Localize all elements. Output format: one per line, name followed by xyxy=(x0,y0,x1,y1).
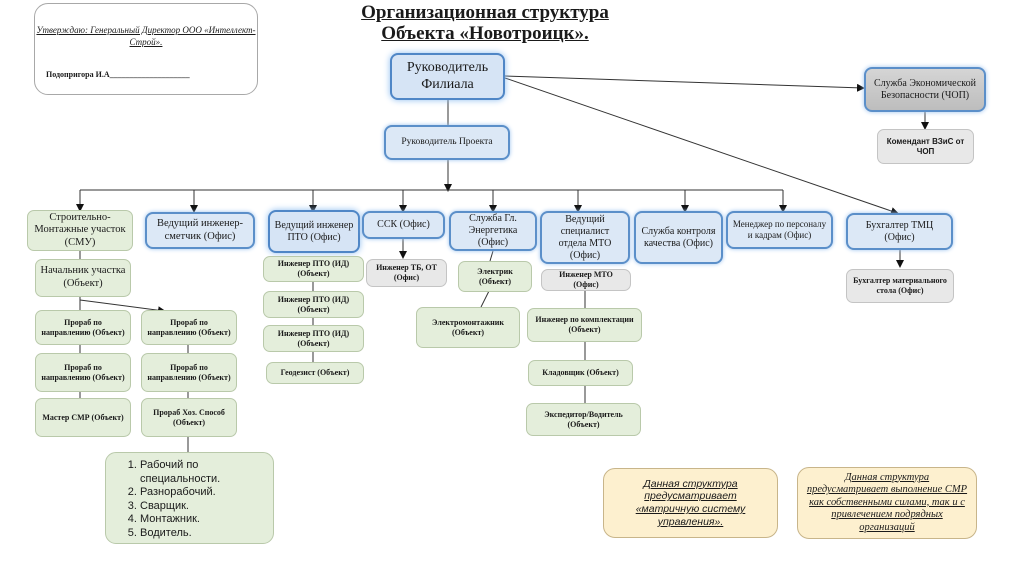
node-pto-engineer-3[interactable]: Инженер ПТО (ИД) (Объект) xyxy=(263,325,364,352)
node-geodesist[interactable]: Геодезист (Объект) xyxy=(266,362,364,384)
node-hr-manager[interactable]: Менеджер по персоналу и кадрам (Офис) xyxy=(726,211,833,249)
node-electrician[interactable]: Электрик (Объект) xyxy=(458,261,532,292)
node-foreman-left-1[interactable]: Прораб по направлению (Объект) xyxy=(35,310,131,345)
page-title: Организационная структура Объекта «Новот… xyxy=(330,2,640,44)
worker-item: Рабочий по специальности. xyxy=(140,459,267,486)
node-pto-engineer-1[interactable]: Инженер ПТО (ИД) (Объект) xyxy=(263,256,364,282)
node-quality-service[interactable]: Служба контроля качества (Офис) xyxy=(634,211,723,264)
node-foreman-hoz[interactable]: Прораб Хоз. Способ (Объект) xyxy=(141,398,237,437)
node-mto-lead[interactable]: Ведущий специалист отдела МТО (Офис) xyxy=(540,211,630,264)
node-commandant[interactable]: Комендант ВЗиС от ЧОП xyxy=(877,129,974,164)
node-foreman-left-2[interactable]: Прораб по направлению (Объект) xyxy=(35,353,131,392)
node-mto-engineer[interactable]: Инженер МТО (Офис) xyxy=(541,269,631,291)
node-material-accountant[interactable]: Бухгалтер материального стола (Офис) xyxy=(846,269,954,303)
node-pto-lead[interactable]: Ведущий инженер ПТО (Офис) xyxy=(268,210,360,253)
worker-item: Монтажник. xyxy=(140,513,267,527)
title-line-2: Объекта «Новотроицк». xyxy=(381,23,589,44)
line-branch-to-accountant xyxy=(504,77,899,215)
node-project-head[interactable]: Руководитель Проекта xyxy=(384,125,510,160)
workers-list-box: Рабочий по специальности. Разнорабочий. … xyxy=(105,452,274,544)
node-smu[interactable]: Строительно-Монтажные участок (СМУ) xyxy=(27,210,133,251)
worker-item: Водитель. xyxy=(140,527,267,541)
node-master-smr[interactable]: Мастер СМР (Объект) xyxy=(35,398,131,437)
node-storekeeper[interactable]: Кладовщик (Объект) xyxy=(528,360,633,386)
note-matrix-management: Данная структура предусматривает «матрич… xyxy=(603,468,778,538)
node-power-service[interactable]: Служба Гл. Энергетика (Офис) xyxy=(449,211,537,251)
node-foreman-right-2[interactable]: Прораб по направлению (Объект) xyxy=(141,353,237,392)
node-safety-engineer[interactable]: Инженер ТБ, ОТ (Офис) xyxy=(366,259,447,287)
node-forwarder[interactable]: Экспедитор/Водитель (Объект) xyxy=(526,403,641,436)
approval-signature: Подопригора И.А____________________ xyxy=(46,70,190,79)
node-ssk[interactable]: ССК (Офис) xyxy=(362,211,445,239)
node-security-service[interactable]: Служба Экономической Безопасности (ЧОП) xyxy=(864,67,986,112)
worker-item: Разнорабочий. xyxy=(140,486,267,500)
line-branch-to-security xyxy=(504,75,865,92)
workers-list: Рабочий по специальности. Разнорабочий. … xyxy=(114,459,267,540)
node-electro-installer[interactable]: Электромонтажник (Объект) xyxy=(416,307,520,348)
title-line-1: Организационная структура xyxy=(361,2,609,23)
node-tmc-accountant[interactable]: Бухгалтер ТМЦ (Офис) xyxy=(846,213,953,250)
node-site-chief[interactable]: Начальник участка (Объект) xyxy=(35,259,131,297)
approval-block: Утверждаю: Генеральный Директор ООО «Инт… xyxy=(34,3,258,95)
node-estimator[interactable]: Ведущий инженер-сметчик (Офис) xyxy=(145,212,255,249)
approval-text: Утверждаю: Генеральный Директор ООО «Инт… xyxy=(36,25,256,47)
node-completion-engineer[interactable]: Инженер по комплектации (Объект) xyxy=(527,308,642,342)
node-pto-engineer-2[interactable]: Инженер ПТО (ИД) (Объект) xyxy=(263,291,364,318)
node-foreman-right-1[interactable]: Прораб по направлению (Объект) xyxy=(141,310,237,345)
note-contractors: Данная структура предусматривает выполне… xyxy=(797,467,977,539)
node-branch-head[interactable]: Руководитель Филиала xyxy=(390,53,505,100)
worker-item: Сварщик. xyxy=(140,500,267,514)
